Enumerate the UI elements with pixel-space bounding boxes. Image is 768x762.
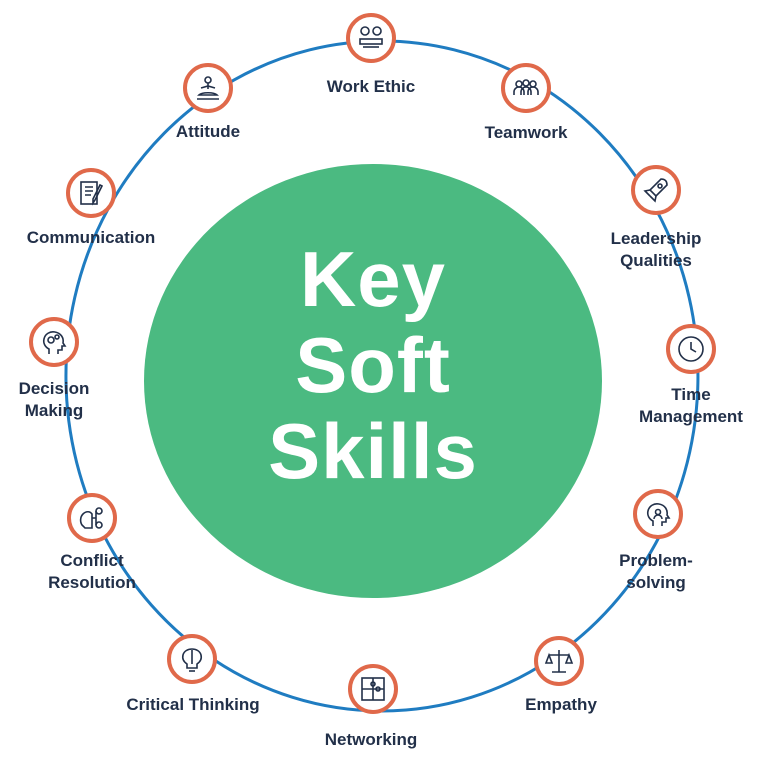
skill-label: Conflict Resolution	[48, 551, 136, 592]
group-people-icon	[501, 63, 551, 113]
puzzle-icon	[348, 664, 398, 714]
clock-icon	[666, 324, 716, 374]
head-person-icon	[633, 489, 683, 539]
title-line-3: Skills	[268, 407, 478, 495]
skill-label: Decision Making	[18, 379, 90, 420]
title-line-2: Soft	[295, 321, 451, 409]
skill-label: Empathy	[525, 695, 597, 714]
team-meeting-icon	[346, 13, 396, 63]
center-title: Key Soft Skills	[144, 236, 602, 494]
skill-label: Teamwork	[484, 123, 568, 142]
center-circle	[144, 164, 602, 598]
skill-label: Critical Thinking	[126, 695, 260, 714]
meditation-icon	[183, 63, 233, 113]
skill-label: Attitude	[175, 122, 241, 141]
skill-label: Work Ethic	[326, 77, 416, 96]
document-pen-icon	[66, 168, 116, 218]
skill-label: Communication	[26, 228, 156, 247]
network-people-icon	[67, 493, 117, 543]
scales-icon	[534, 636, 584, 686]
title-line-1: Key	[299, 235, 447, 323]
skill-label: Networking	[324, 730, 418, 749]
skill-label: Leadership Qualities	[610, 229, 702, 270]
rocket-icon	[631, 165, 681, 215]
skill-label: Problem-solving	[619, 551, 693, 592]
brain-bulb-icon	[167, 634, 217, 684]
head-gears-icon	[29, 317, 79, 367]
skill-label: Time Management	[639, 385, 743, 426]
